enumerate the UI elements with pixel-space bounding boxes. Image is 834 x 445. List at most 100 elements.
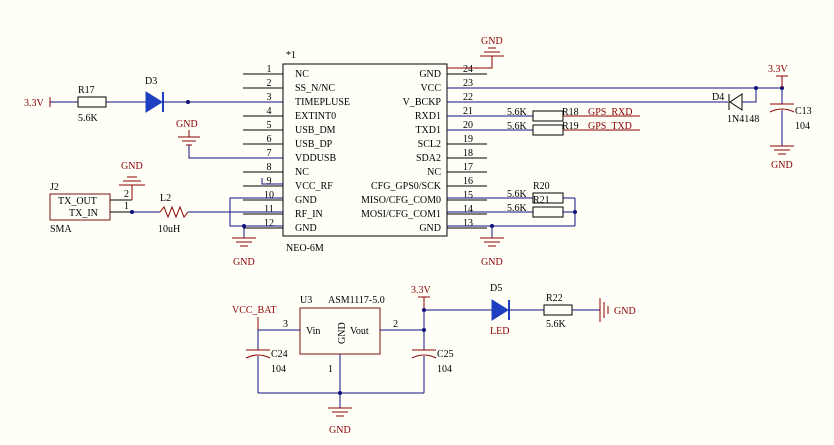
u3-gnd: GND (337, 322, 348, 344)
module-pin-number: 8 (267, 162, 272, 173)
d5-ref: D5 (490, 283, 502, 294)
module-pin-name: SCL2 (418, 139, 441, 150)
u3-pin2: 2 (393, 319, 398, 330)
module-pin-name: USB_DM (295, 125, 336, 136)
u3-vout: Vout (350, 326, 369, 337)
c13-value: 104 (795, 121, 810, 132)
module-pin-number: 13 (463, 218, 473, 229)
module-pin-number: 2 (267, 78, 272, 89)
gnd-left-bottom: GND (229, 178, 283, 268)
module-pin-name: NC (295, 69, 309, 80)
module-part-label: NEO-6M (286, 243, 324, 254)
module-pin-number: 21 (463, 106, 473, 117)
gnd-label-top: GND (481, 36, 503, 47)
module-pin-name: VCC (420, 83, 441, 94)
vbckp-net: D4 1N4148 3.3V C13 104 GND (447, 64, 812, 171)
gnd-label-right-bottom: GND (481, 257, 503, 268)
module-pin-name: GND (295, 195, 317, 206)
r22-value: 5.6K (546, 319, 567, 330)
gnd-label-c13: GND (771, 160, 793, 171)
r18-value: 5.6K (507, 107, 528, 118)
r19-resistor (532, 124, 564, 136)
l2-ref: L2 (160, 193, 171, 204)
j2-body (49, 193, 111, 221)
r17-ref: R17 (78, 85, 95, 96)
r18-r19-group: 5.6K R18 GPS_RXD 5.6K R19 GPS_TXD (447, 107, 640, 136)
l2-value: 10uH (158, 224, 180, 235)
module-star-label: *1 (286, 50, 296, 61)
gnd-right-bottom: GND (447, 224, 575, 268)
v33-reg-label: 3.3V (411, 285, 432, 296)
module-pin-number: 15 (463, 190, 473, 201)
module-pin-number: 20 (463, 120, 473, 131)
gnd-label-vddusb: GND (176, 119, 198, 130)
d3-diode (145, 91, 163, 113)
module-pin-name: SDA2 (416, 153, 441, 164)
module-pin-number: 12 (264, 218, 274, 229)
c24-value: 104 (271, 364, 286, 375)
r17-value: 5.6K (78, 113, 99, 124)
module-pin-number: 3 (267, 92, 272, 103)
d5-value: LED (490, 326, 509, 337)
r22-resistor (543, 304, 573, 316)
u3-pin3: 3 (283, 319, 288, 330)
d3-ref: D3 (145, 76, 157, 87)
r21-value: 5.6K (507, 203, 528, 214)
gnd-label-left-bottom: GND (233, 257, 255, 268)
module-pin-name: NC (295, 167, 309, 178)
module-pin-name: RF_IN (295, 209, 323, 220)
module-pin-name: TIMEPLUSE (295, 97, 350, 108)
r19-ref: R19 (562, 121, 579, 132)
module-pin-number: 4 (267, 106, 272, 117)
r19-value: 5.6K (507, 121, 528, 132)
module-pin-name: GND (419, 69, 441, 80)
gnd-label-j2: GND (121, 161, 143, 172)
module-pin-number: 22 (463, 92, 473, 103)
module-pin-name: VCC_RF (295, 181, 333, 192)
l2-inductor: L2 10uH (132, 193, 283, 235)
gps-txd-label: GPS_TXD (588, 121, 632, 132)
gnd-label-regulator: GND (329, 425, 351, 436)
vcc-bat-label: VCC_BAT (232, 305, 276, 316)
j2-name: SMA (50, 224, 72, 235)
module-pin-number: 7 (267, 148, 272, 159)
c25-value: 104 (437, 364, 452, 375)
module-pin-name: GND (419, 223, 441, 234)
input-3v3-net: 3.3V R17 5.6K D3 (24, 76, 283, 124)
module-pin-number: 24 (463, 64, 473, 75)
module-pin-number: 9 (267, 176, 272, 187)
module-pin-number: 16 (463, 176, 473, 187)
d4-value: 1N4148 (727, 114, 759, 125)
module-pin-name: GND (295, 223, 317, 234)
u3-part: ASM1117-5.0 (328, 295, 385, 306)
module-pin-number: 23 (463, 78, 473, 89)
u3-ref: U3 (300, 295, 312, 306)
r21-ref: R21 (533, 195, 550, 206)
j2-tx-out: TX_OUT (58, 196, 97, 207)
j2-pin2: 2 (124, 189, 129, 200)
module-pin-name: SS_N/NC (295, 83, 335, 94)
module-pin-number: 11 (264, 204, 274, 215)
module-pin-name: MOSI/CFG_COM1 (361, 209, 441, 220)
v33-left-label: 3.3V (24, 98, 45, 109)
d4-diode (729, 93, 743, 111)
module-pin-name: EXTINT0 (295, 111, 336, 122)
r17-resistor (77, 96, 107, 108)
c24-ref: C24 (271, 349, 288, 360)
v33-right-label: 3.3V (768, 64, 789, 75)
regulator-section: VCC_BAT U3 ASM1117-5.0 Vin Vout GND 3 2 … (232, 283, 636, 436)
module-right-pins: 24GND23VCC22V_BCKP21RXD120TXD119SCL218SD… (361, 64, 487, 234)
module-pin-name: CFG_GPS0/SCK (371, 181, 442, 192)
r20-ref: R20 (533, 181, 550, 192)
module-pin-number: 17 (463, 162, 473, 173)
u3-vin: Vin (306, 326, 320, 337)
module-pin-number: 14 (463, 204, 473, 215)
module-pin-number: 5 (267, 120, 272, 131)
module-pin-number: 18 (463, 148, 473, 159)
module-pin-name: RXD1 (415, 111, 441, 122)
r18-ref: R18 (562, 107, 579, 118)
gnd-label-led: GND (614, 306, 636, 317)
